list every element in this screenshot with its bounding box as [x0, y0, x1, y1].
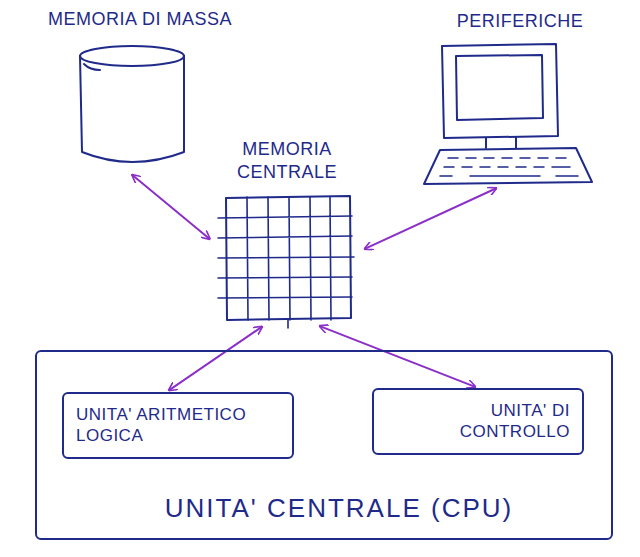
keyboard-outline: [424, 148, 592, 184]
double-arrow: [320, 326, 475, 387]
process-box: UNITA' DI CONTROLLO: [372, 388, 584, 455]
peripherals-node: PERIFERICHE: [415, 10, 625, 187]
cylinder-top: [80, 46, 184, 66]
monitor-screen: [456, 55, 543, 120]
box-label: UNITA' ARITMETICO LOGICA: [76, 404, 280, 447]
storage-node: MEMORIA DI MASSA: [40, 8, 240, 173]
keyboard-keys: [440, 158, 578, 176]
node-heading: MEMORIA DI MASSA: [40, 8, 240, 31]
double-arrow: [365, 188, 497, 249]
double-arrow: [132, 175, 209, 239]
computer-icon: [424, 44, 592, 184]
monitor-outline: [442, 44, 558, 138]
box-label: UNITA' DI CONTROLLO: [386, 400, 570, 443]
memory-node: MEMORIA CENTRALE: [212, 138, 362, 325]
node-heading: PERIFERICHE: [415, 10, 625, 33]
cpu-box: UNITA' CENTRALE (CPU) UNITA' ARITMETICO L…: [35, 350, 613, 540]
monitor-stand: [486, 137, 516, 148]
box-heading: UNITA' CENTRALE (CPU): [37, 492, 611, 525]
process-box: UNITA' ARITMETICO LOGICA: [62, 392, 294, 459]
grid-lines: [218, 197, 354, 328]
node-heading: MEMORIA CENTRALE: [212, 138, 362, 183]
cylinder-body: [80, 56, 184, 162]
cylinder-detail: [84, 64, 100, 70]
disk-cylinder: [80, 46, 184, 162]
memory-grid: [218, 196, 354, 328]
double-arrow: [169, 327, 262, 391]
